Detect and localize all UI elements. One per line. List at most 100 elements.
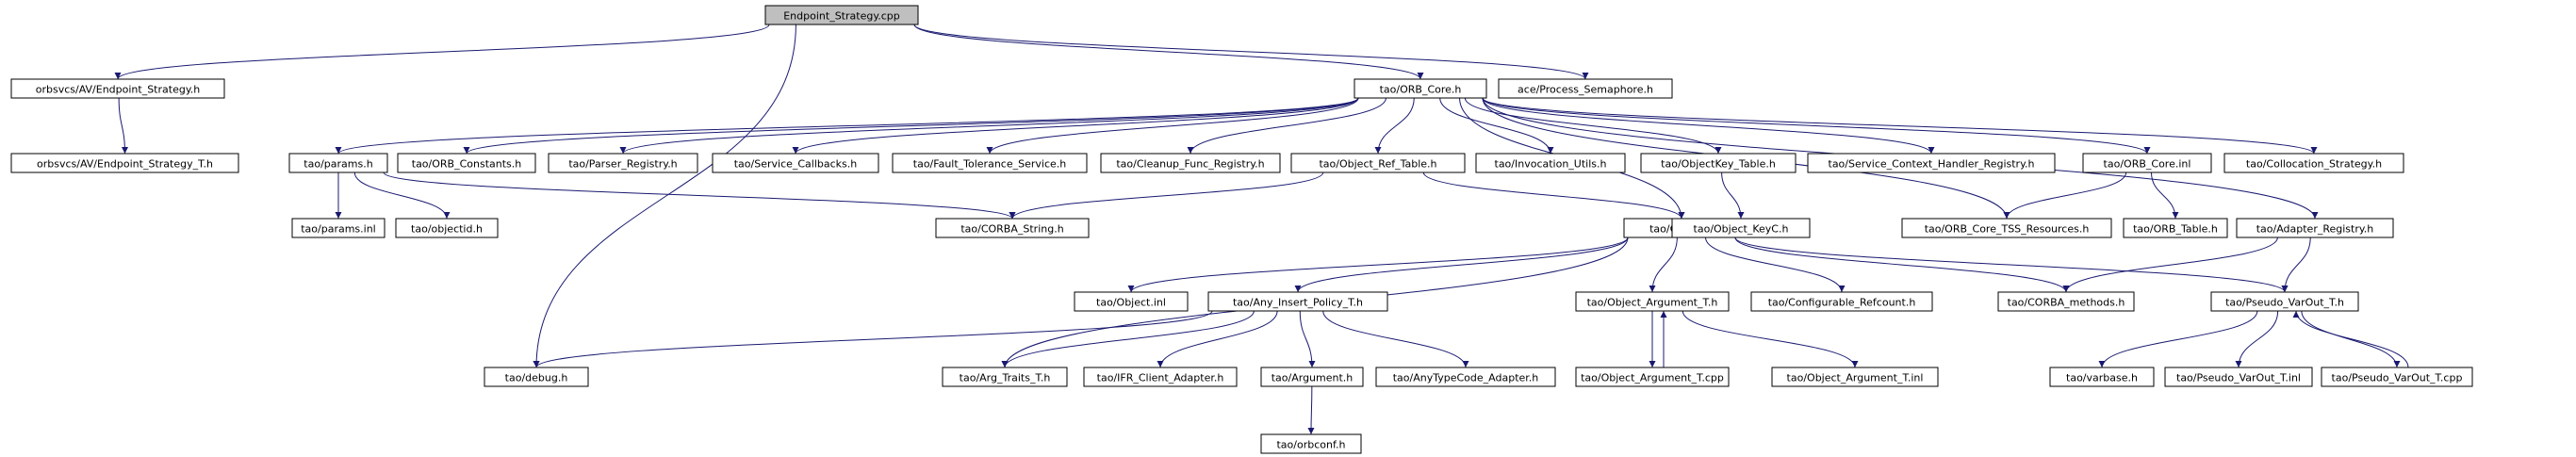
- graph-node[interactable]: tao/Object_KeyC.h: [1671, 218, 1811, 238]
- node-box: [484, 367, 589, 387]
- dependency-arrow: [533, 24, 796, 368]
- node-box: [1498, 78, 1673, 99]
- graph-node[interactable]: tao/Invocation_Utils.h: [1475, 153, 1626, 173]
- node-box: [2164, 367, 2313, 387]
- graph-node[interactable]: tao/ObjectKey_Table.h: [1640, 153, 1797, 173]
- dependency-arrow: [1009, 171, 1324, 220]
- node-box: [1475, 153, 1626, 173]
- graph-node[interactable]: tao/objectid.h: [395, 218, 499, 238]
- node-label: tao/Object_Argument_T.h: [1587, 297, 1718, 309]
- graph-node[interactable]: tao/Configurable_Refcount.h: [1750, 291, 1933, 312]
- root-node[interactable]: Endpoint_Strategy.cpp: [764, 5, 919, 25]
- node-label: tao/Configurable_Refcount.h: [1768, 297, 1916, 309]
- node-label: tao/Object_KeyC.h: [1694, 223, 1789, 236]
- graph-node[interactable]: tao/ORB_Table.h: [2123, 218, 2228, 238]
- node-box: [548, 153, 698, 173]
- node-label: tao/varbase.h: [2066, 372, 2138, 384]
- dependency-arrow: [353, 171, 451, 220]
- graph-node[interactable]: tao/Object_Argument_T.inl: [1771, 367, 1939, 387]
- graph-node[interactable]: tao/Object_Argument_T.h: [1575, 291, 1730, 312]
- dependency-arrow: [335, 97, 1359, 155]
- dependency-arrow: [2062, 237, 2278, 293]
- node-box: [2210, 291, 2359, 312]
- graph-node[interactable]: tao/Argument.h: [1260, 367, 1364, 387]
- graph-node[interactable]: orbsvcs/AV/Endpoint_Strategy_T.h: [10, 153, 239, 173]
- graph-node[interactable]: tao/ORB_Core.inl: [2082, 153, 2212, 173]
- node-box: [2123, 218, 2228, 238]
- node-box: [1290, 153, 1466, 173]
- dependency-arrow: [1439, 97, 1554, 155]
- graph-node[interactable]: tao/ORB_Core_TSS_Resources.h: [1901, 218, 2112, 238]
- graph-node[interactable]: tao/Arg_Traits_T.h: [942, 367, 1068, 387]
- node-box: [2049, 367, 2155, 387]
- graph-node[interactable]: tao/Any_Insert_Policy_T.h: [1207, 291, 1388, 312]
- graph-node[interactable]: tao/IFR_Client_Adapter.h: [1083, 367, 1238, 387]
- dependency-arrow: [1464, 97, 1722, 155]
- dependency-arrow: [1157, 310, 1278, 368]
- graph-node[interactable]: tao/Collocation_Strategy.h: [2223, 153, 2404, 173]
- graph-node[interactable]: tao/varbase.h: [2049, 367, 2155, 387]
- graph-node[interactable]: tao/params.inl: [291, 218, 386, 238]
- node-box: [935, 218, 1090, 238]
- graph-node[interactable]: tao/ORB_Constants.h: [397, 153, 536, 173]
- dependency-arrow: [533, 310, 1213, 368]
- graph-node[interactable]: tao/Cleanup_Func_Registry.h: [1100, 153, 1281, 173]
- dependency-arrow: [114, 24, 770, 80]
- dependency-arrow: [2098, 310, 2258, 368]
- node-box: [2236, 218, 2394, 238]
- graph-node[interactable]: tao/ORB_Core.h: [1354, 78, 1487, 99]
- node-label: tao/params.inl: [301, 223, 376, 236]
- node-box: [1671, 218, 1811, 238]
- node-label: tao/IFR_Client_Adapter.h: [1097, 372, 1224, 384]
- node-label: tao/Parser_Registry.h: [568, 158, 677, 171]
- dependency-arrow: [986, 97, 1359, 155]
- node-box: [1083, 367, 1238, 387]
- graph-node[interactable]: tao/Fault_Tolerance_Service.h: [892, 153, 1088, 173]
- dependency-arrow: [619, 97, 1359, 155]
- node-box: [1750, 291, 1933, 312]
- graph-node[interactable]: tao/debug.h: [484, 367, 589, 387]
- node-box: [10, 153, 239, 173]
- node-label: Endpoint_Strategy.cpp: [783, 10, 900, 23]
- graph-node[interactable]: tao/Object_Ref_Table.h: [1290, 153, 1466, 173]
- node-box: [712, 153, 879, 173]
- node-box: [288, 153, 388, 173]
- graph-node[interactable]: ace/Process_Semaphore.h: [1498, 78, 1673, 99]
- node-layer: Endpoint_Strategy.cpp orbsvcs/AV/Endpoint…: [10, 5, 2473, 454]
- node-label: tao/ObjectKey_Table.h: [1661, 158, 1776, 171]
- graph-node[interactable]: tao/AnyTypeCode_Adapter.h: [1375, 367, 1556, 387]
- dependency-arrow: [1374, 97, 1415, 155]
- graph-node[interactable]: tao/orbconf.h: [1260, 433, 1362, 454]
- dependency-arrow: [1734, 237, 2070, 293]
- dependency-arrow: [1322, 310, 1469, 368]
- node-box: [1074, 291, 1189, 312]
- node-label: tao/Arg_Traits_T.h: [960, 372, 1051, 384]
- node-box: [1354, 78, 1487, 99]
- node-box: [2082, 153, 2212, 173]
- graph-node[interactable]: tao/Adapter_Registry.h: [2236, 218, 2394, 238]
- node-label: tao/Pseudo_VarOut_T.cpp: [2332, 372, 2463, 384]
- graph-node[interactable]: tao/Object_Argument_T.cpp: [1575, 367, 1730, 387]
- graph-node[interactable]: tao/params.h: [288, 153, 388, 173]
- graph-node[interactable]: tao/CORBA_methods.h: [1997, 291, 2135, 312]
- graph-node[interactable]: tao/Pseudo_VarOut_T.h: [2210, 291, 2359, 312]
- graph-node[interactable]: tao/Service_Context_Handler_Registry.h: [1807, 153, 2056, 173]
- node-box: [1807, 153, 2056, 173]
- graph-node[interactable]: orbsvcs/AV/Endpoint_Strategy.h: [10, 78, 225, 99]
- node-box: [1207, 291, 1388, 312]
- graph-node[interactable]: tao/Object.inl: [1074, 291, 1189, 312]
- dependency-arrow: [1187, 97, 1386, 155]
- dependency-arrow: [1721, 171, 1745, 220]
- node-label: orbsvcs/AV/Endpoint_Strategy.h: [36, 84, 201, 96]
- dependency-arrow: [1734, 237, 2289, 293]
- graph-node[interactable]: tao/Pseudo_VarOut_T.inl: [2164, 367, 2313, 387]
- graph-node[interactable]: tao/Pseudo_VarOut_T.cpp: [2321, 367, 2473, 387]
- dependency-arrow: [1127, 237, 1629, 293]
- node-box: [1771, 367, 1939, 387]
- graph-node[interactable]: tao/Service_Callbacks.h: [712, 153, 879, 173]
- node-box: [942, 367, 1068, 387]
- graph-node[interactable]: tao/Parser_Registry.h: [548, 153, 698, 173]
- node-label: tao/ORB_Constants.h: [412, 158, 522, 171]
- graph-node[interactable]: tao/CORBA_String.h: [935, 218, 1090, 238]
